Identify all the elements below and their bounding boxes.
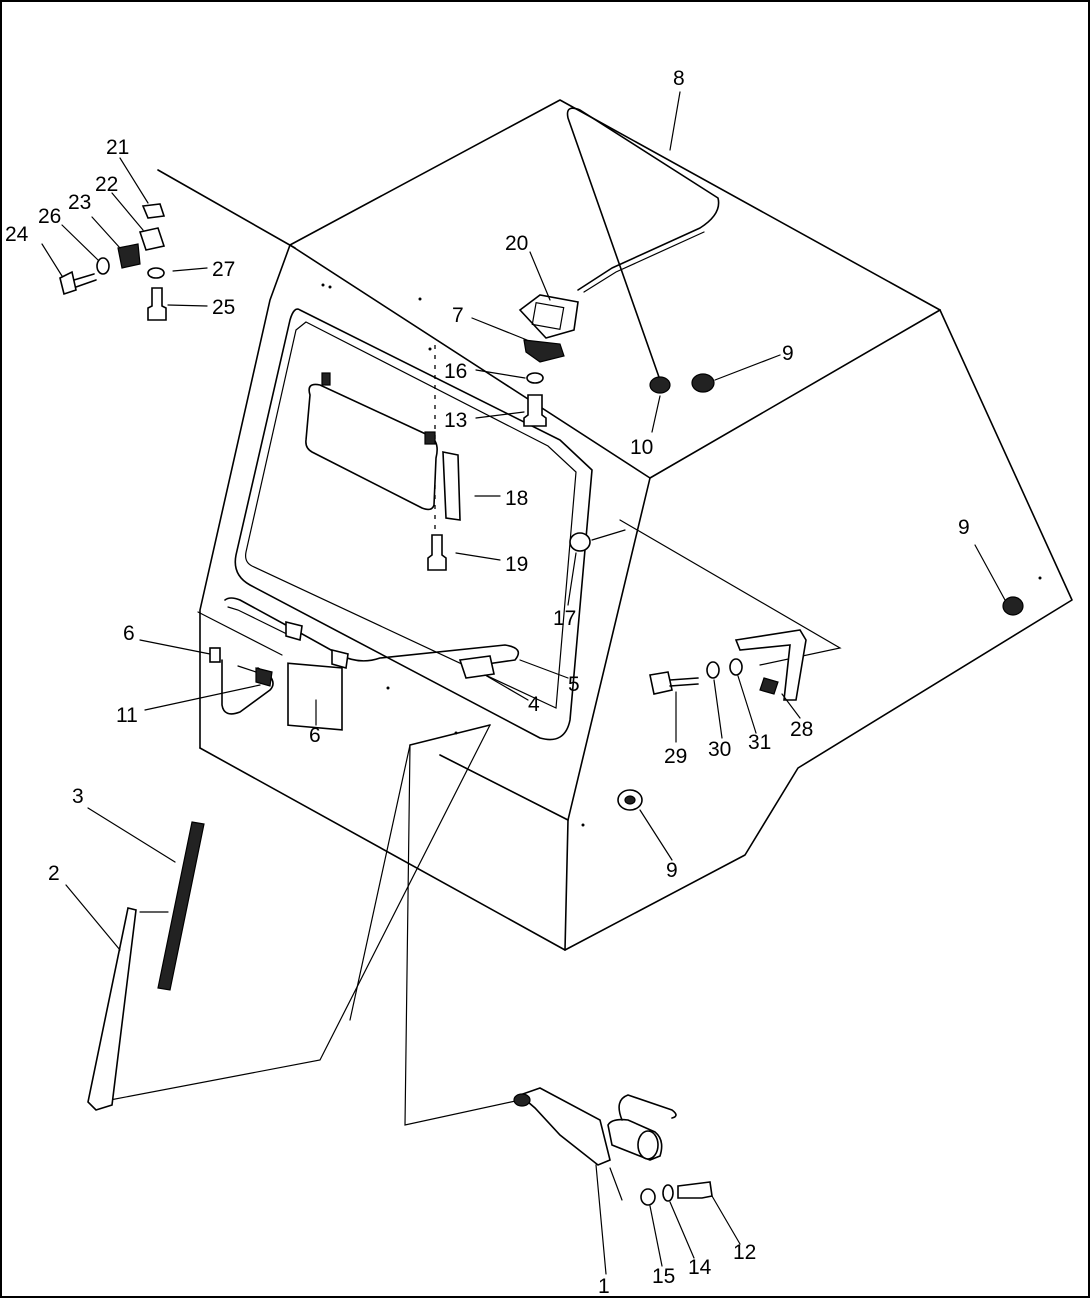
bolt-19	[427, 534, 447, 571]
washer-31	[729, 658, 743, 676]
clip-6a	[209, 647, 221, 663]
assembly-lines	[109, 345, 842, 1126]
callout-14: 14	[688, 1256, 712, 1279]
bracket-28	[734, 629, 807, 701]
washer-15	[640, 1188, 656, 1206]
wiper-motor	[513, 1087, 677, 1166]
callout-1: 1	[598, 1275, 610, 1298]
callout-27: 27	[212, 258, 235, 281]
callout-21: 21	[106, 136, 129, 159]
lockwasher-14	[662, 1184, 674, 1202]
callout-6a: 6	[123, 622, 135, 645]
plate-21	[141, 203, 166, 219]
callout-31: 31	[748, 731, 771, 754]
bolt-24	[59, 270, 77, 296]
bolt-12	[677, 1181, 713, 1199]
bolt-13	[523, 394, 547, 427]
callout-20: 20	[505, 232, 528, 255]
callout-9a: 9	[782, 342, 794, 365]
washer-27	[147, 267, 165, 279]
callout-9b: 9	[958, 516, 970, 539]
callout-13: 13	[444, 409, 467, 432]
callout-8: 8	[673, 67, 685, 90]
callout-19: 19	[505, 553, 528, 576]
block-23	[117, 243, 141, 269]
wiper-blade	[157, 821, 205, 991]
callout-24: 24	[5, 223, 29, 246]
callout-5: 5	[568, 673, 580, 696]
callout-15: 15	[652, 1265, 675, 1288]
washer-26	[96, 257, 110, 275]
fitting-11	[221, 659, 274, 715]
washer-tube	[224, 597, 520, 666]
nozzle-cover	[518, 294, 579, 339]
callout-leaders	[41, 91, 1006, 1275]
callout-11: 11	[116, 704, 138, 727]
callout-3: 3	[72, 785, 84, 808]
washer-hose	[566, 107, 720, 381]
callout-22: 22	[95, 173, 118, 196]
callout-18: 18	[505, 487, 528, 510]
bracket-22	[138, 227, 166, 251]
nozzle-4	[458, 655, 495, 679]
callout-28: 28	[790, 718, 813, 741]
callout-6b: 6	[309, 724, 321, 747]
sun-visor	[305, 383, 438, 511]
lockwasher-30	[706, 661, 720, 679]
nozzle-block	[523, 339, 565, 363]
callout-29: 29	[664, 745, 687, 768]
bolt-25	[147, 287, 167, 321]
callout-12: 12	[733, 1241, 756, 1264]
callout-17: 17	[553, 607, 576, 630]
callout-2: 2	[48, 862, 60, 885]
wiper-arm	[87, 907, 137, 1111]
callout-10: 10	[630, 436, 653, 459]
callout-9c: 9	[666, 859, 678, 882]
callout-25: 25	[212, 296, 235, 319]
clip-6b	[287, 662, 343, 731]
washer-16	[526, 372, 544, 384]
cap-9-top	[691, 373, 715, 393]
plug-17	[569, 532, 591, 552]
callout-4: 4	[528, 693, 540, 716]
callout-26: 26	[38, 205, 61, 228]
callout-30: 30	[708, 738, 731, 761]
grommet-10	[649, 376, 671, 394]
callout-7: 7	[452, 304, 464, 327]
bolt-29	[649, 671, 673, 695]
callout-16: 16	[444, 360, 467, 383]
cap-9-right	[1002, 596, 1024, 616]
callout-labels: 1 2 3 4 5 6 6 7 8 9 9 9 10 11 12 13 14 1…	[5, 67, 970, 1298]
cab-body	[157, 99, 1073, 951]
callout-23: 23	[68, 191, 91, 214]
